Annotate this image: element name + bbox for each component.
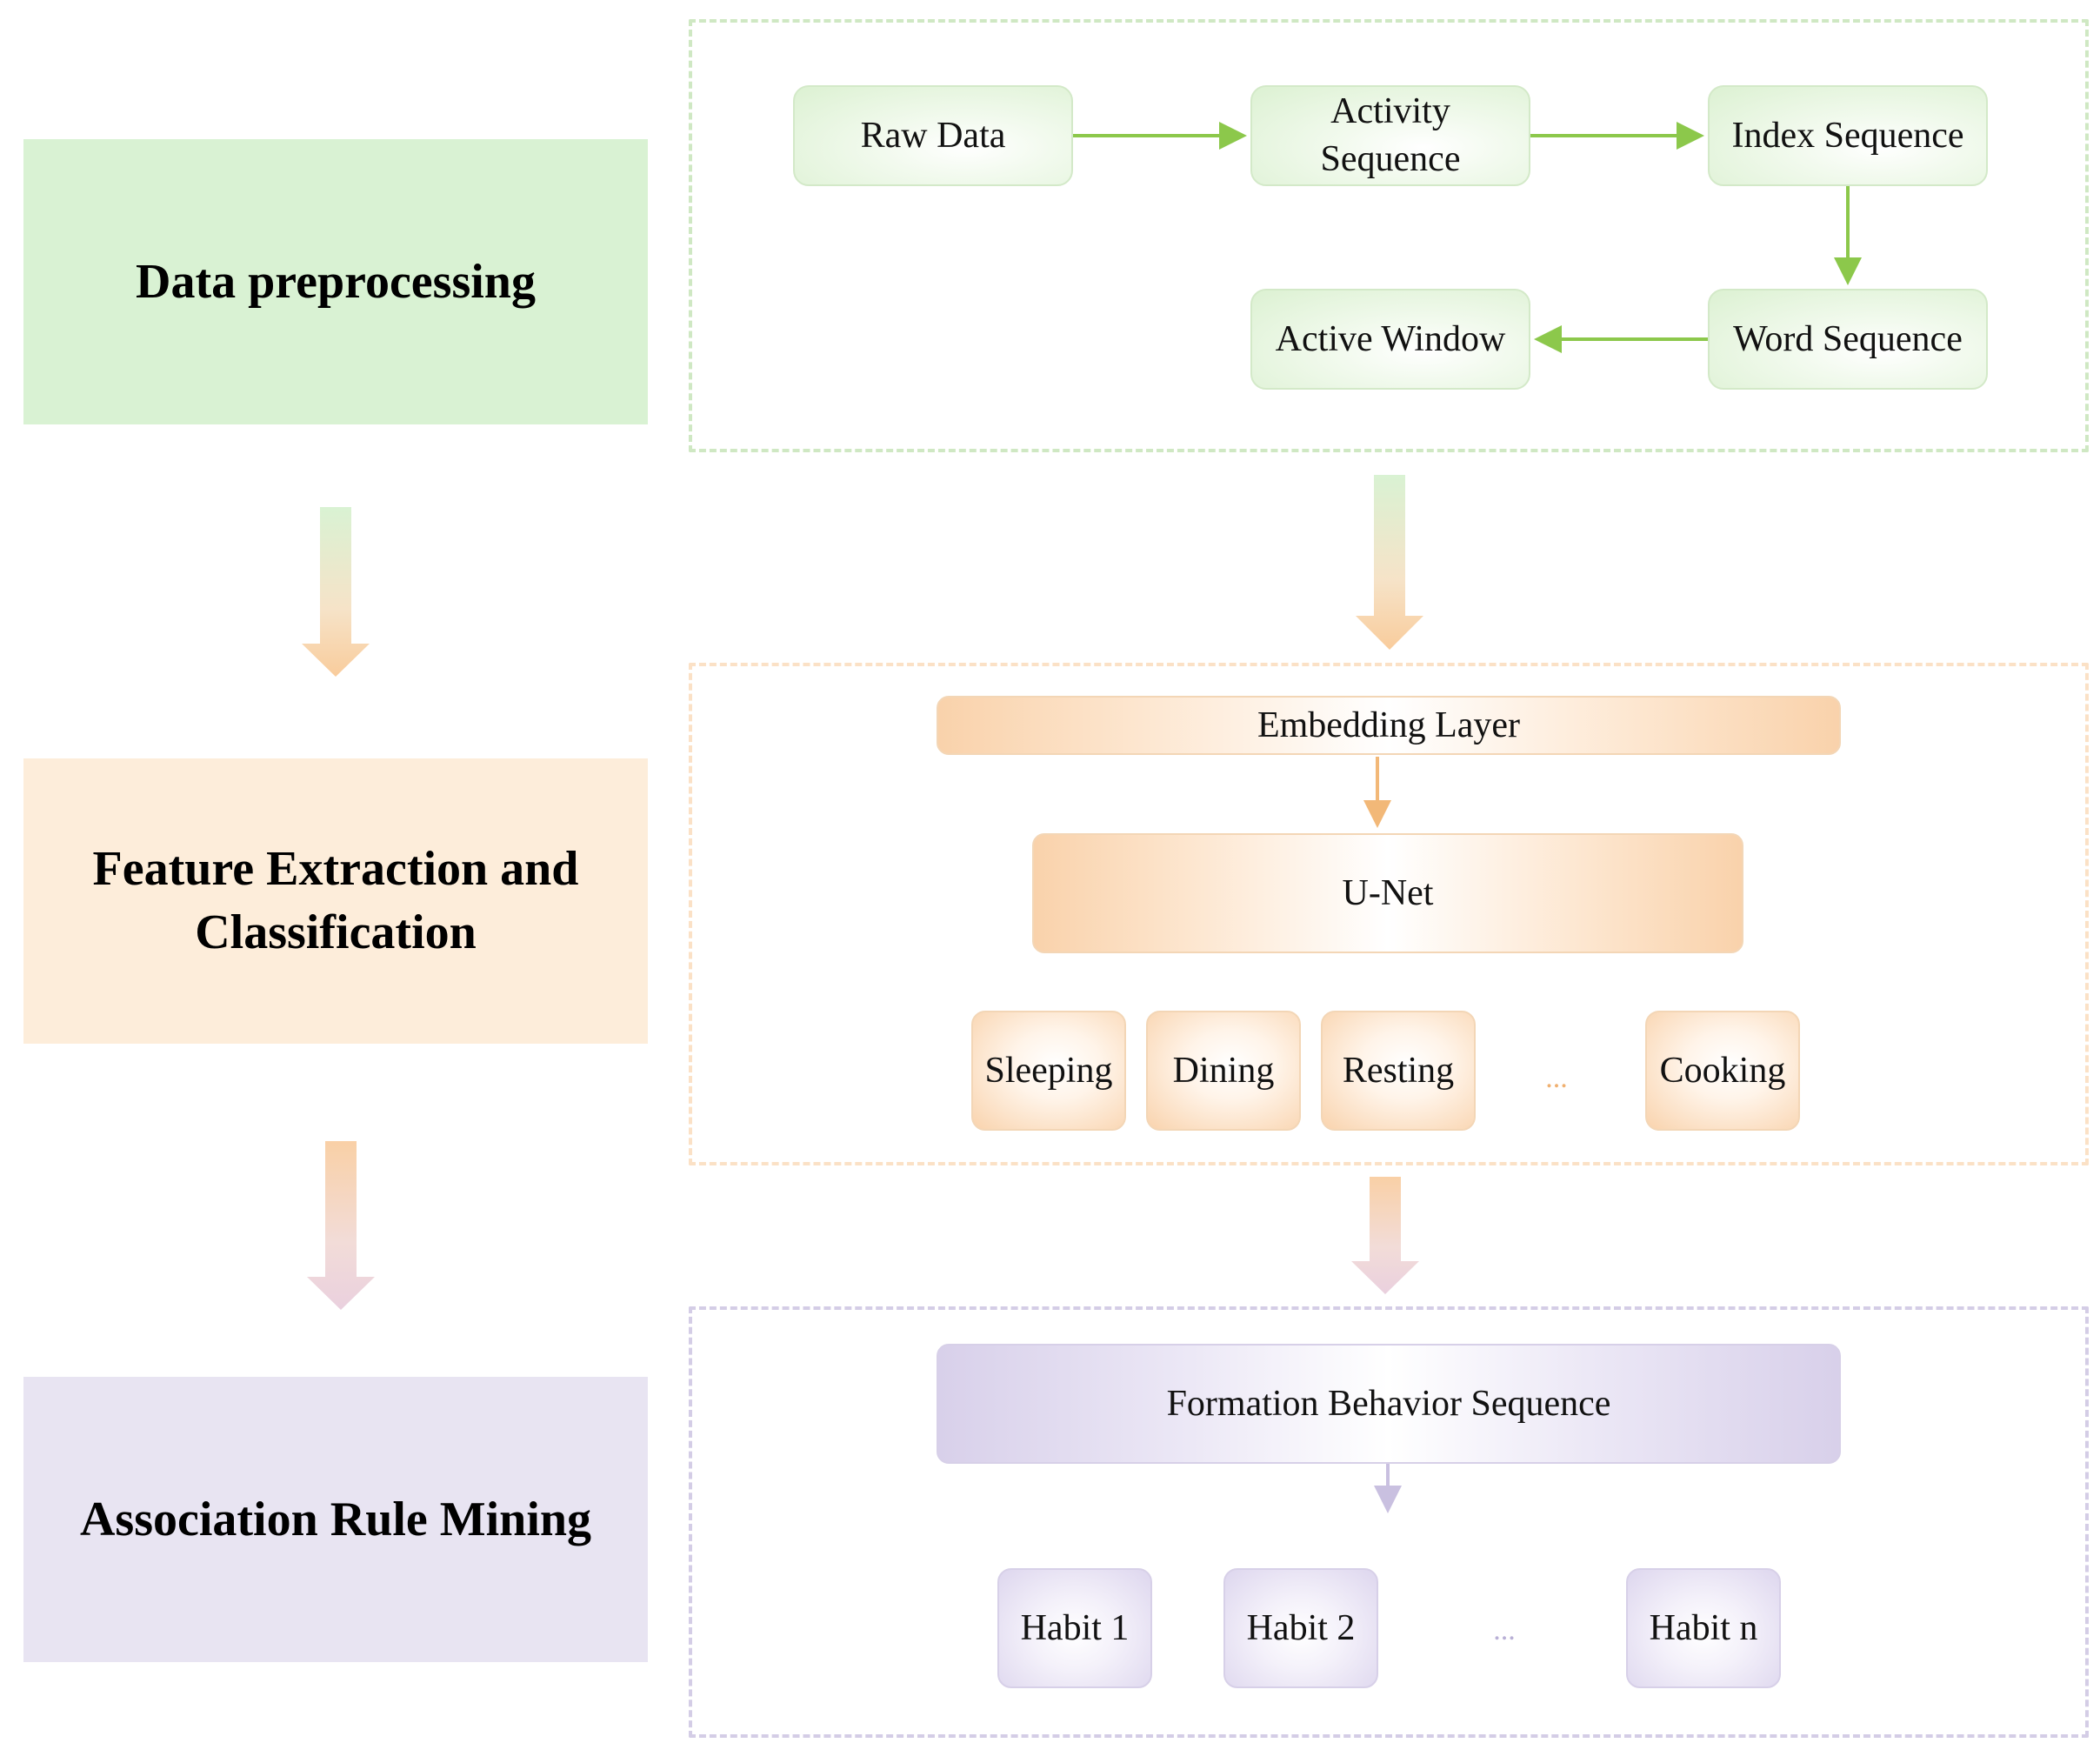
habit-n-label: Habit n	[1649, 1607, 1758, 1648]
activity-dining-node: Dining	[1146, 1011, 1301, 1131]
activity-sequence-label-line2: Sequence	[1320, 139, 1461, 179]
activity-resting-label: Resting	[1342, 1050, 1455, 1091]
raw-data-label: Raw Data	[860, 115, 1006, 156]
index-sequence-node: Index Sequence	[1708, 85, 1988, 186]
activity-sleeping-label: Sleeping	[984, 1050, 1113, 1091]
unet-label: U-Net	[1342, 872, 1434, 913]
formation-behavior-sequence-label: Formation Behavior Sequence	[1166, 1383, 1611, 1424]
habit-1-label: Habit 1	[1020, 1607, 1130, 1648]
stage-arrow-1	[302, 507, 370, 677]
active-window-node: Active Window	[1250, 289, 1530, 390]
activity-resting-node: Resting	[1321, 1011, 1476, 1131]
preprocessing-panel	[689, 19, 2089, 452]
feature-panel	[689, 663, 2089, 1165]
habit-ellipsis: ...	[1470, 1596, 1539, 1666]
active-window-label: Active Window	[1275, 318, 1506, 359]
formation-behavior-sequence-node: Formation Behavior Sequence	[937, 1344, 1841, 1464]
embedding-layer-label: Embedding Layer	[1257, 705, 1521, 745]
activity-ellipsis: ...	[1522, 1044, 1591, 1113]
word-sequence-label: Word Sequence	[1733, 318, 1963, 359]
activity-cooking-node: Cooking	[1645, 1011, 1800, 1131]
stage-data-preprocessing: Data preprocessing	[23, 139, 648, 424]
association-panel	[689, 1306, 2089, 1738]
panel-arrow-2	[1351, 1177, 1419, 1294]
stage-data-preprocessing-label: Data preprocessing	[136, 254, 536, 309]
stage-feature-extraction-label-line1: Feature Extraction and	[92, 842, 579, 897]
unet-node: U-Net	[1032, 833, 1743, 953]
panel-arrow-1	[1356, 475, 1423, 650]
habit-n-node: Habit n	[1626, 1568, 1781, 1688]
stage-association-rule-mining: Association Rule Mining	[23, 1377, 648, 1662]
word-sequence-node: Word Sequence	[1708, 289, 1988, 390]
habit-1-node: Habit 1	[997, 1568, 1152, 1688]
embedding-layer-node: Embedding Layer	[937, 696, 1841, 755]
index-sequence-label: Index Sequence	[1731, 115, 1964, 156]
activity-sequence-node: Activity Sequence	[1250, 85, 1530, 186]
activity-ellipsis-label: ...	[1545, 1062, 1568, 1094]
stage-association-rule-mining-label: Association Rule Mining	[79, 1492, 592, 1546]
activity-dining-label: Dining	[1172, 1050, 1275, 1091]
habit-2-label: Habit 2	[1246, 1607, 1356, 1648]
habit-ellipsis-label: ...	[1493, 1614, 1516, 1646]
activity-sleeping-node: Sleeping	[971, 1011, 1126, 1131]
activity-sequence-label-line1: Activity	[1330, 91, 1450, 132]
stage-feature-extraction-label-line2: Classification	[195, 905, 477, 959]
stage-arrow-2	[307, 1141, 375, 1310]
stage-feature-extraction: Feature Extraction and Classification	[23, 758, 648, 1044]
habit-2-node: Habit 2	[1223, 1568, 1378, 1688]
raw-data-node: Raw Data	[793, 85, 1073, 186]
activity-cooking-label: Cooking	[1659, 1050, 1786, 1091]
